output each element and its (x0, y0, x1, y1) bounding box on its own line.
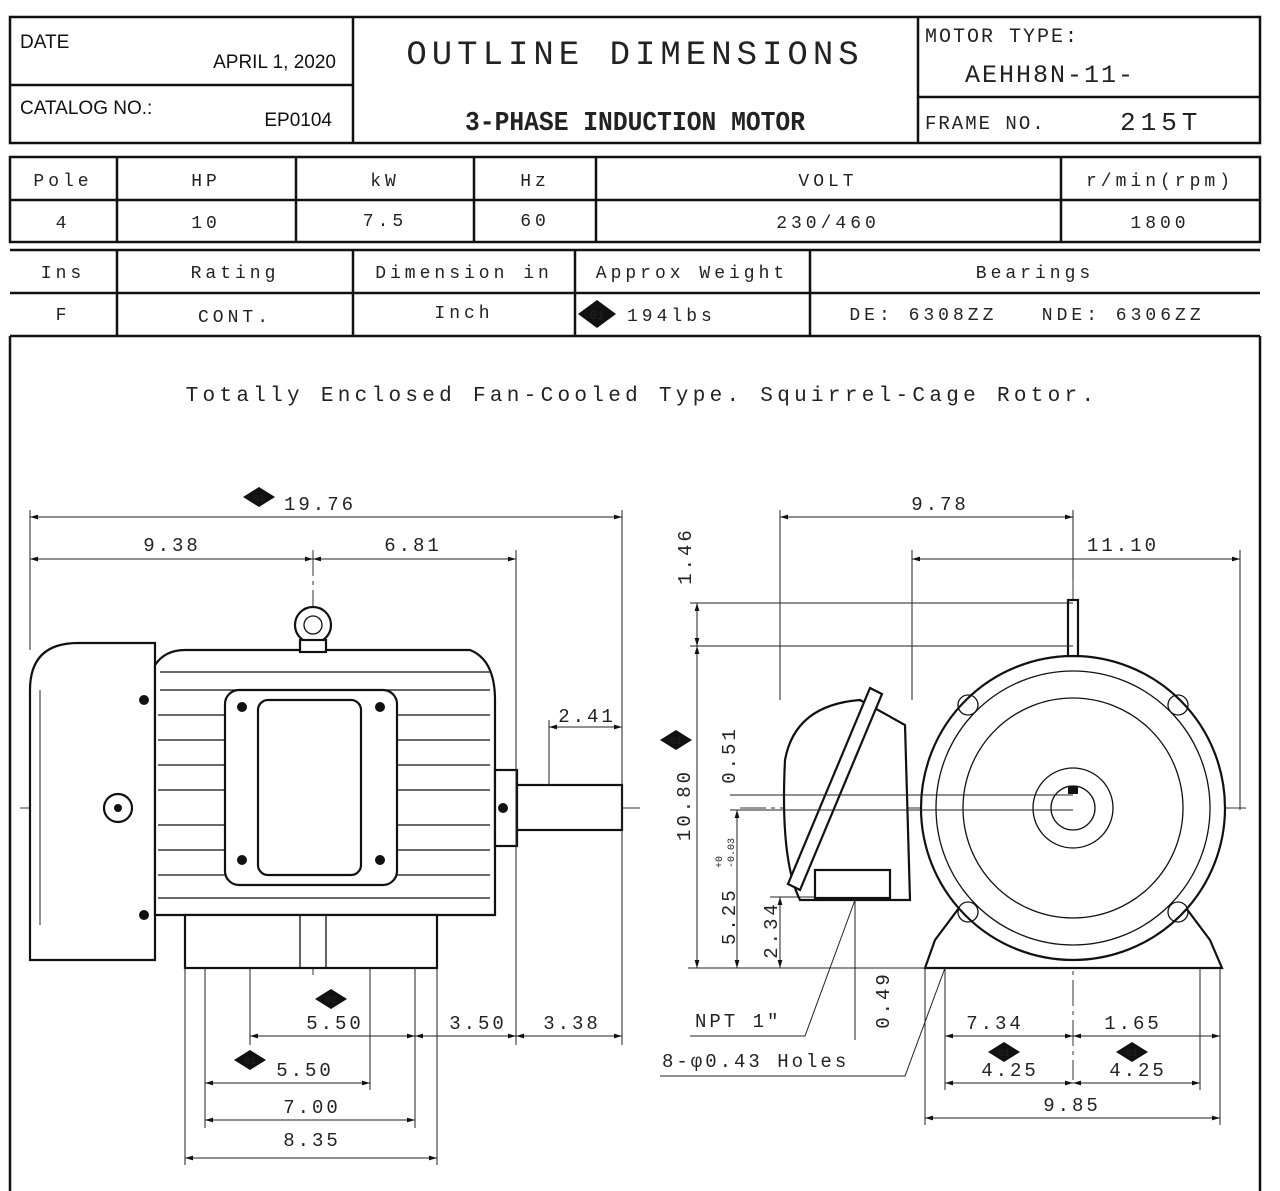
motor-type-label: MOTOR TYPE: (925, 26, 1079, 49)
dim-shoulder-to-hole: 3.50 (449, 1013, 507, 1035)
frame-value: 215T (1120, 108, 1202, 138)
value-hz: 60 (520, 212, 550, 232)
revision-mark-icon: 01 (1116, 1042, 1148, 1062)
end-view-motor (740, 580, 1250, 1080)
date-label: DATE (20, 32, 69, 53)
header-rating: Rating (191, 264, 280, 284)
revision-mark-icon: 01 (578, 300, 616, 328)
conduit-size: NPT 1" (695, 1011, 781, 1033)
dim-shaft-extension: 3.38 (543, 1013, 601, 1035)
dim-box-offset: 9.78 (911, 494, 969, 516)
motor-type-value: AEHH8N-11- (965, 61, 1135, 90)
header-rpm: r/min(rpm) (1086, 172, 1234, 192)
value-ins: F (56, 306, 71, 326)
header-pole: Pole (33, 172, 92, 192)
dim-foot-half-right: 4.25 (1109, 1060, 1167, 1082)
svg-text:01: 01 (590, 309, 604, 323)
title-block: DATE APRIL 1, 2020 CATALOG NO.: EP0104 O… (8, 15, 1262, 145)
catalog-value: EP0104 (264, 110, 332, 131)
header-dimension: Dimension in (375, 264, 553, 284)
side-view-dimensions: 01 19.76 9.38 6.81 2.41 01 5.50 3.50 3.3… (29, 487, 623, 1165)
value-bearings: DE: 6308ZZ NDE: 6306ZZ (849, 306, 1204, 326)
svg-text:01: 01 (1126, 1049, 1138, 1060)
header-weight: Approx Weight (596, 264, 788, 284)
motor-description: Totally Enclosed Fan-Cooled Type. Squirr… (186, 385, 1099, 408)
svg-text:01: 01 (253, 494, 265, 505)
revision-mark-icon: 01 (234, 1050, 266, 1070)
header-hz: Hz (520, 172, 550, 192)
mounting-holes: 8-φ0.43 Holes (662, 1051, 849, 1073)
svg-text:01: 01 (325, 996, 337, 1007)
dim-rear-to-center: 9.38 (143, 535, 201, 557)
frame-label: FRAME NO. (925, 113, 1046, 135)
end-view-dimensions: 9.78 11.10 1.46 01 10.80 0.51 5.25 +0 -0… (660, 494, 1241, 1125)
value-hp: 10 (191, 214, 221, 234)
dim-shaft-offset: 0.51 (719, 726, 741, 784)
value-kw: 7.5 (363, 212, 407, 232)
dim-overall-height: 10.80 (674, 769, 696, 841)
value-weight: 194lbs (627, 307, 716, 327)
svg-text:01: 01 (998, 1049, 1010, 1060)
header-hp: HP (191, 172, 221, 192)
value-rpm: 1800 (1130, 214, 1189, 234)
revision-mark-icon: 01 (660, 730, 692, 750)
dim-shaft-length: 2.41 (558, 706, 616, 728)
dim-overall-length: 19.76 (284, 494, 356, 516)
dim-shaft-height: 5.25 (719, 887, 741, 945)
svg-text:01: 01 (670, 737, 682, 748)
dim-base-inner: 7.00 (283, 1097, 341, 1119)
dim-center-to-box: 7.34 (966, 1013, 1024, 1035)
side-view-motor (20, 550, 640, 975)
dim-eyebolt-height: 1.46 (675, 527, 697, 585)
value-pole: 4 (56, 214, 71, 234)
svg-text:01: 01 (244, 1057, 256, 1068)
dim-half-width: 11.10 (1087, 535, 1159, 557)
header-volt: VOLT (798, 172, 857, 192)
dim-shaft-tolerance-minus: -0.03 (727, 838, 738, 868)
value-volt: 230/460 (776, 214, 880, 234)
dim-foot-half-left: 4.25 (981, 1060, 1039, 1082)
dim-foot-edge: 1.65 (1104, 1013, 1162, 1035)
revision-mark-icon: 01 (315, 989, 347, 1009)
revision-mark-icon: 01 (988, 1042, 1020, 1062)
revision-mark-icon: 01 (243, 487, 275, 507)
dim-box-height: 2.34 (761, 901, 783, 959)
header-ins: Ins (41, 264, 85, 284)
value-dimension: Inch (434, 304, 493, 324)
dim-foot-holes-b: 5.50 (276, 1060, 334, 1082)
dim-shaft-tolerance-plus: +0 (715, 856, 726, 868)
drawing-subtitle: 3-PHASE INDUCTION MOTOR (465, 109, 806, 139)
value-rating: CONT. (198, 308, 272, 328)
header-kw: kW (370, 172, 400, 192)
dim-foot-thickness: 0.49 (873, 971, 895, 1029)
spec-table-mechanical: Ins Rating Dimension in Approx Weight Be… (10, 248, 1260, 338)
date-value: APRIL 1, 2020 (213, 52, 336, 73)
drawing-title: OUTLINE DIMENSIONS (406, 37, 863, 75)
dim-base-length: 8.35 (283, 1130, 341, 1152)
header-bearings: Bearings (976, 264, 1094, 284)
spec-table-electrical: Pole HP kW Hz VOLT r/min(rpm) 4 10 7.5 6… (8, 155, 1262, 244)
dim-foot-holes-a: 5.50 (306, 1013, 364, 1035)
catalog-label: CATALOG NO.: (20, 98, 152, 119)
dim-center-to-shoulder: 6.81 (384, 535, 442, 557)
dim-foot-width: 9.85 (1043, 1095, 1101, 1117)
